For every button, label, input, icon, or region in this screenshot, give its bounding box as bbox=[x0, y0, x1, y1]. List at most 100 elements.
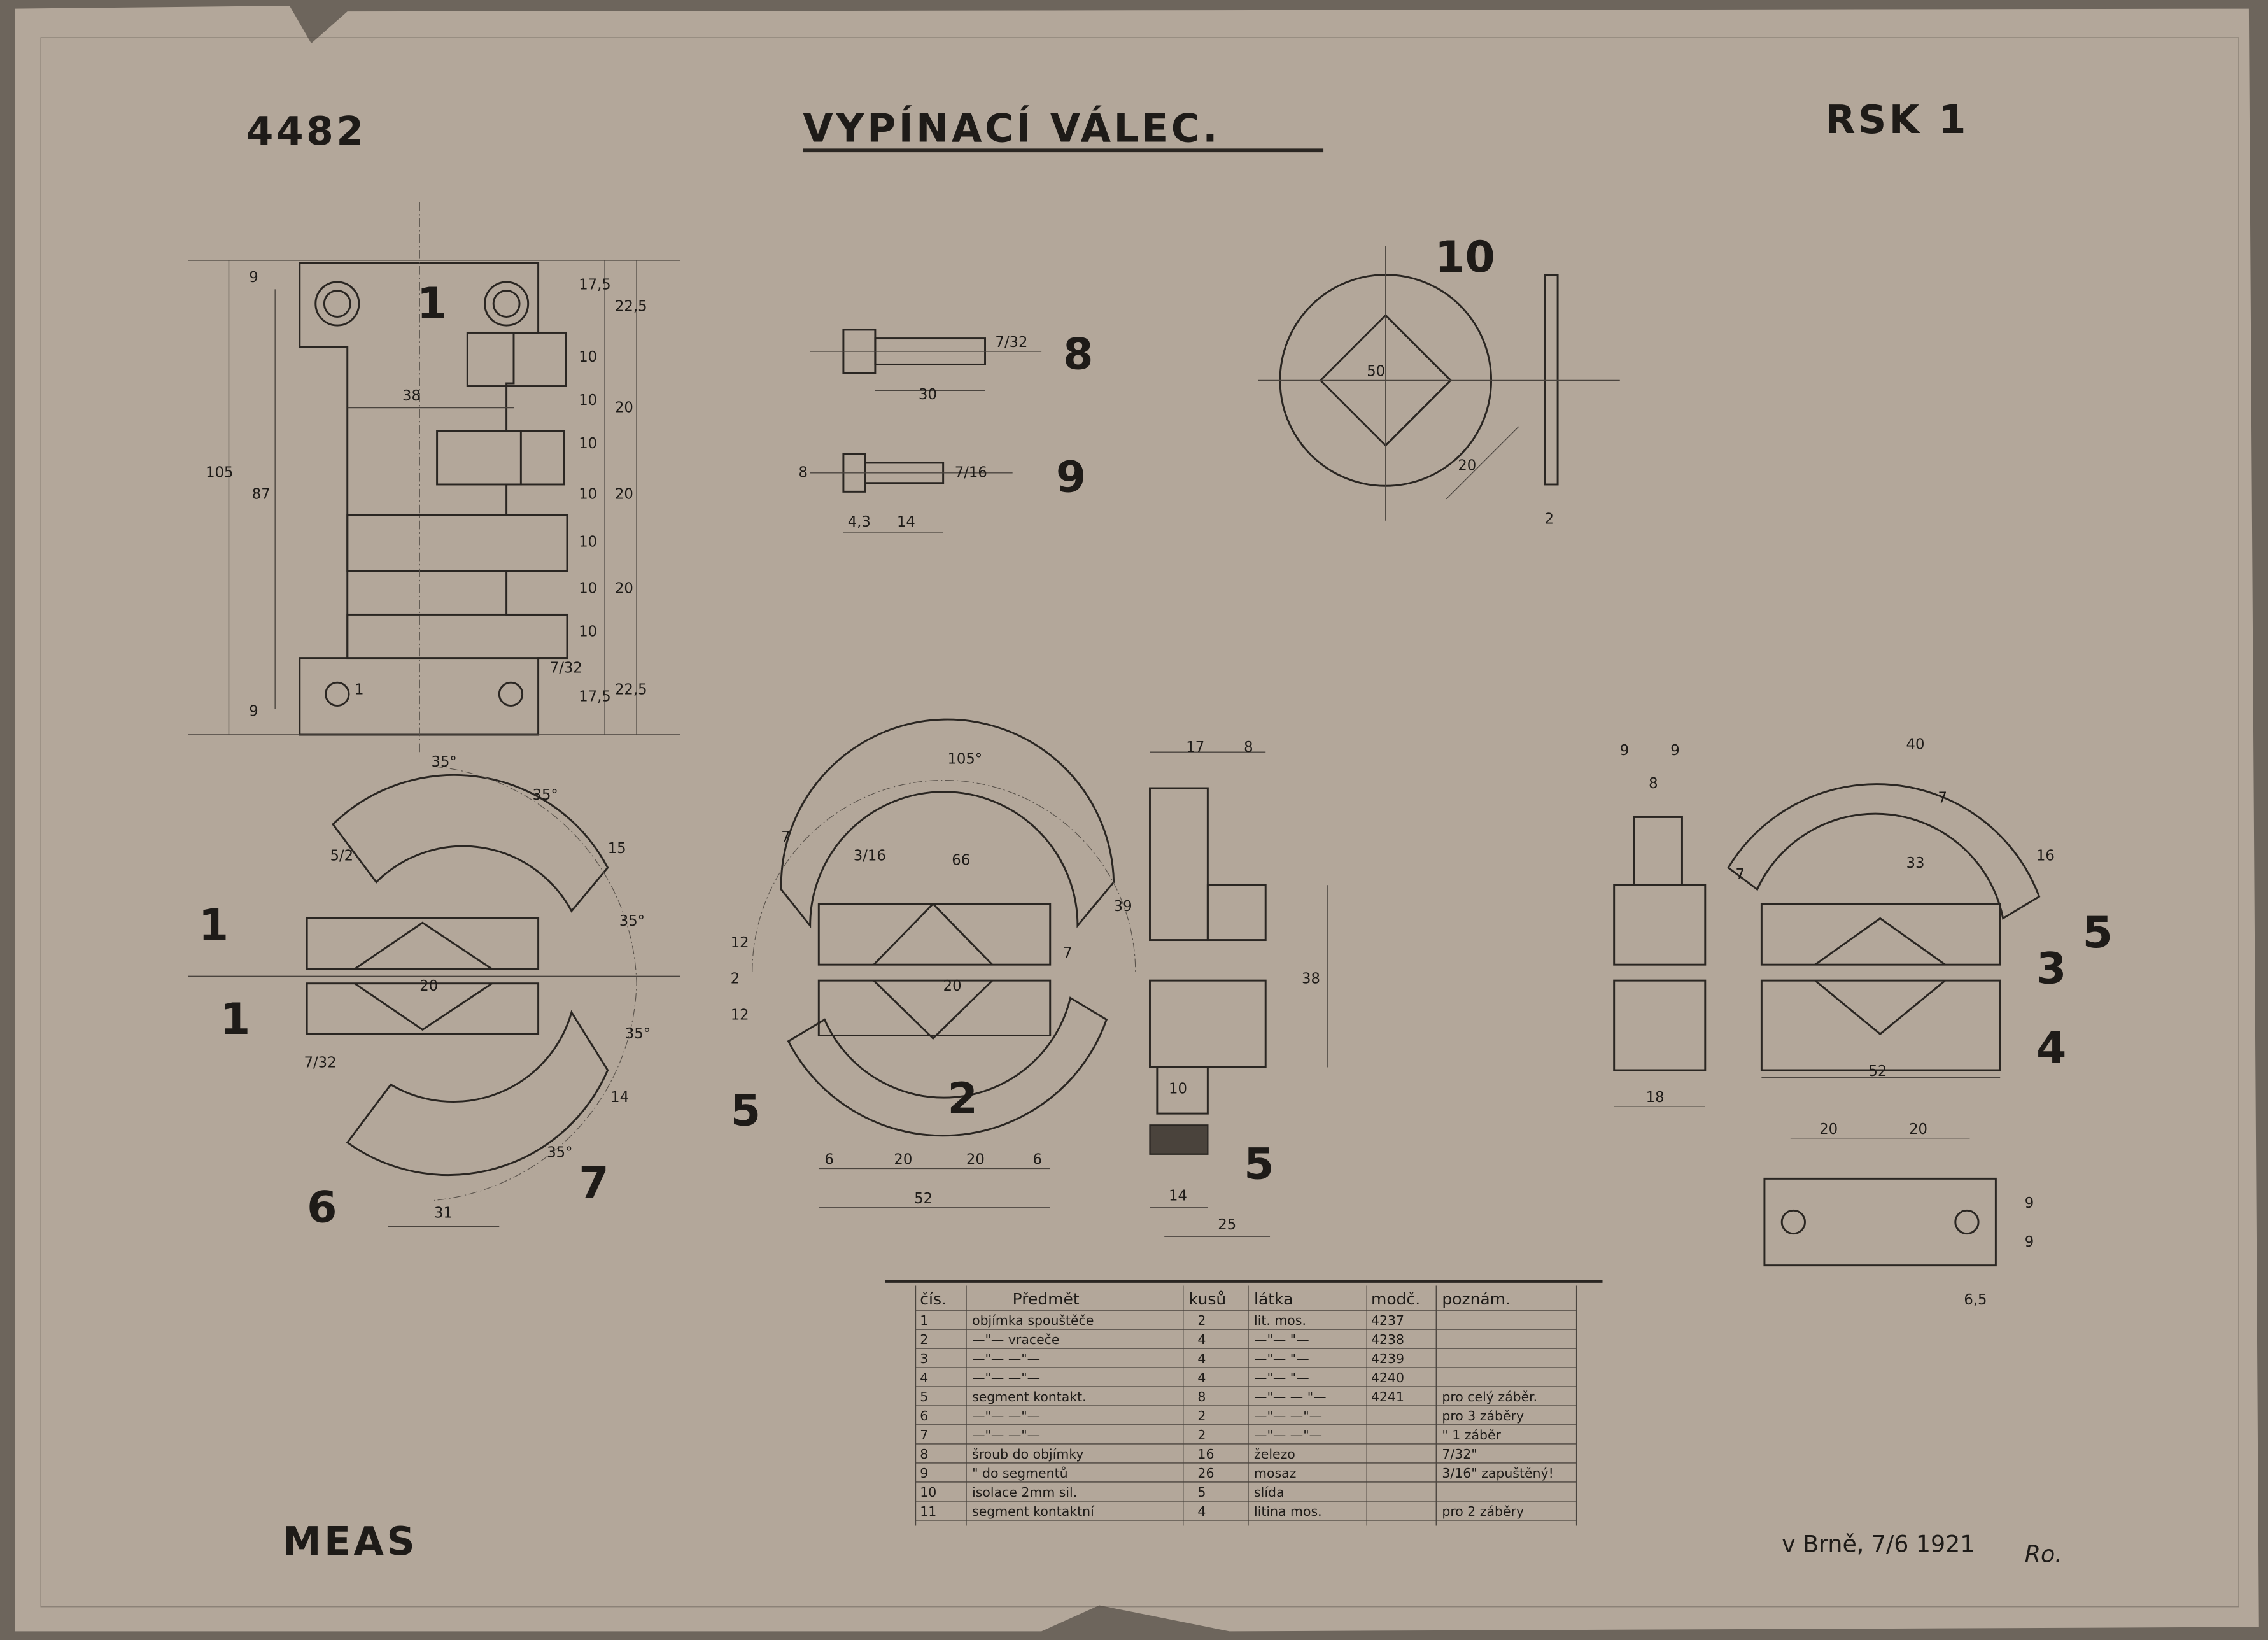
table-cell: 8 bbox=[1197, 1389, 1206, 1404]
svg-text:105: 105 bbox=[206, 465, 233, 481]
part-label-3: 3 bbox=[2036, 944, 2066, 994]
svg-text:25: 25 bbox=[1218, 1217, 1236, 1233]
table-cell: segment kontaktní bbox=[972, 1504, 1095, 1519]
svg-text:14: 14 bbox=[1169, 1187, 1187, 1204]
ring-center-dimensions: 105° 7 66 3/16 12 2 12 20 6 20 20 6 52 7… bbox=[731, 751, 1132, 1207]
table-cell: —"— — "— bbox=[1254, 1389, 1327, 1404]
svg-text:6,5: 6,5 bbox=[1964, 1292, 1987, 1308]
svg-text:52: 52 bbox=[1868, 1063, 1887, 1080]
svg-text:7: 7 bbox=[781, 829, 790, 845]
svg-text:2: 2 bbox=[731, 971, 740, 987]
svg-text:20: 20 bbox=[966, 1152, 985, 1168]
table-cell: 3 bbox=[920, 1351, 928, 1366]
table-cell: 7 bbox=[920, 1427, 928, 1443]
table-cell: —"— "— bbox=[1254, 1351, 1309, 1366]
svg-text:12: 12 bbox=[731, 935, 749, 951]
table-cell: —"— —"— bbox=[972, 1408, 1040, 1424]
table-cell: 11 bbox=[920, 1504, 936, 1519]
table-cell: —"— —"— bbox=[972, 1427, 1040, 1443]
svg-text:17: 17 bbox=[1186, 739, 1204, 756]
table-cell: pro 2 záběry bbox=[1442, 1504, 1524, 1519]
svg-text:87: 87 bbox=[252, 486, 271, 503]
svg-text:38: 38 bbox=[402, 388, 421, 404]
part-label-9: 9 bbox=[1056, 452, 1086, 502]
table-cell: 7/32" bbox=[1442, 1446, 1477, 1462]
table-cell: 26 bbox=[1197, 1466, 1214, 1481]
svg-text:20: 20 bbox=[615, 486, 633, 503]
table-cell: " do segmentů bbox=[972, 1466, 1067, 1481]
part-9-dim-thread: 7/16 bbox=[955, 465, 987, 481]
side-view-dimensions: 17 8 38 10 14 25 bbox=[1169, 739, 1320, 1233]
table-cell: 4 bbox=[1197, 1504, 1206, 1519]
table-cell: —"— —"— bbox=[1254, 1427, 1322, 1443]
svg-text:35°: 35° bbox=[533, 787, 558, 803]
signature-date: v Brně, 7/6 1921 bbox=[1782, 1530, 1975, 1557]
drawing-number: 4482 bbox=[246, 109, 367, 154]
paper-sheet bbox=[15, 6, 2259, 1632]
svg-text:22,5: 22,5 bbox=[615, 298, 647, 315]
table-cell: " 1 záběr bbox=[1442, 1427, 1501, 1443]
part-label-6: 6 bbox=[307, 1183, 337, 1233]
table-cell: 4237 bbox=[1371, 1313, 1404, 1328]
part-label-5b: 5 bbox=[1244, 1139, 1274, 1189]
svg-text:6: 6 bbox=[824, 1152, 833, 1168]
parts-3-4-views bbox=[1613, 783, 2041, 1267]
svg-text:17,5: 17,5 bbox=[579, 689, 611, 705]
part-9-dim-head: 8 bbox=[798, 465, 807, 481]
part-10-dim-thickness: 2 bbox=[1545, 511, 1554, 527]
table-cell: pro 3 záběry bbox=[1442, 1408, 1524, 1424]
table-cell: —"— —"— bbox=[972, 1370, 1040, 1385]
svg-text:10: 10 bbox=[579, 580, 597, 597]
svg-text:7: 7 bbox=[1063, 945, 1072, 961]
part-label-5c: 5 bbox=[2083, 908, 2113, 958]
svg-text:10: 10 bbox=[579, 486, 597, 503]
parts-3-4-dimensions: 9 9 8 18 40 7 33 16 7 52 20 20 9 9 6,5 bbox=[1620, 737, 2055, 1308]
part-label-4: 4 bbox=[2036, 1024, 2066, 1074]
table-cell: 4239 bbox=[1371, 1351, 1404, 1366]
svg-text:10: 10 bbox=[579, 392, 597, 409]
svg-text:20: 20 bbox=[615, 399, 633, 416]
table-cell: 16 bbox=[1197, 1446, 1214, 1462]
part-9-screw bbox=[810, 453, 1013, 533]
table-cell: lit. mos. bbox=[1254, 1313, 1306, 1328]
part-label-1b: 1 bbox=[220, 994, 250, 1045]
svg-text:10: 10 bbox=[579, 534, 597, 551]
table-cell: 4240 bbox=[1371, 1370, 1404, 1385]
table-cell: železo bbox=[1254, 1446, 1295, 1462]
svg-text:5/2: 5/2 bbox=[330, 848, 353, 865]
part-label-10: 10 bbox=[1435, 232, 1495, 283]
table-cell: litina mos. bbox=[1254, 1504, 1322, 1519]
svg-text:9: 9 bbox=[249, 269, 258, 286]
ring-assembly-left bbox=[188, 766, 680, 1227]
svg-text:9: 9 bbox=[249, 703, 258, 719]
table-header-cell: poznám. bbox=[1442, 1290, 1511, 1308]
maker-stamp: MEAS bbox=[283, 1519, 418, 1564]
table-cell: 10 bbox=[920, 1485, 936, 1500]
svg-text:3/16: 3/16 bbox=[854, 848, 886, 865]
table-cell: 1 bbox=[920, 1313, 928, 1328]
part-8-dim-thread: 7/32 bbox=[995, 334, 1027, 351]
svg-text:8: 8 bbox=[1244, 739, 1253, 756]
svg-text:35°: 35° bbox=[547, 1144, 572, 1161]
svg-text:20: 20 bbox=[615, 580, 633, 597]
ring-left-dimensions: 35° 35° 15 35° 35° 14 35° 7/32 20 31 5/2 bbox=[304, 754, 651, 1222]
table-cell: 2 bbox=[1197, 1313, 1206, 1328]
svg-text:12: 12 bbox=[731, 1007, 749, 1023]
table-cell: 8 bbox=[920, 1446, 928, 1462]
part-1-dimensions: 9 17,5 22,5 10 20 38 10 10 20 10 10 105 … bbox=[206, 269, 647, 719]
part-label-7: 7 bbox=[579, 1158, 609, 1208]
svg-text:7: 7 bbox=[1938, 790, 1947, 807]
part-10-dim-offset: 20 bbox=[1458, 457, 1476, 474]
table-cell: slída bbox=[1254, 1485, 1285, 1500]
part-1-view bbox=[188, 202, 680, 753]
table-cell: 4241 bbox=[1371, 1389, 1404, 1404]
svg-text:33: 33 bbox=[1906, 855, 1925, 872]
part-label-5a: 5 bbox=[731, 1085, 761, 1136]
table-header-cell: čís. bbox=[920, 1290, 947, 1308]
hatched-segment bbox=[1149, 1124, 1209, 1155]
svg-text:6: 6 bbox=[1032, 1152, 1041, 1168]
svg-text:105°: 105° bbox=[947, 751, 982, 767]
table-cell: segment kontakt. bbox=[972, 1389, 1087, 1404]
svg-text:20: 20 bbox=[419, 978, 438, 994]
